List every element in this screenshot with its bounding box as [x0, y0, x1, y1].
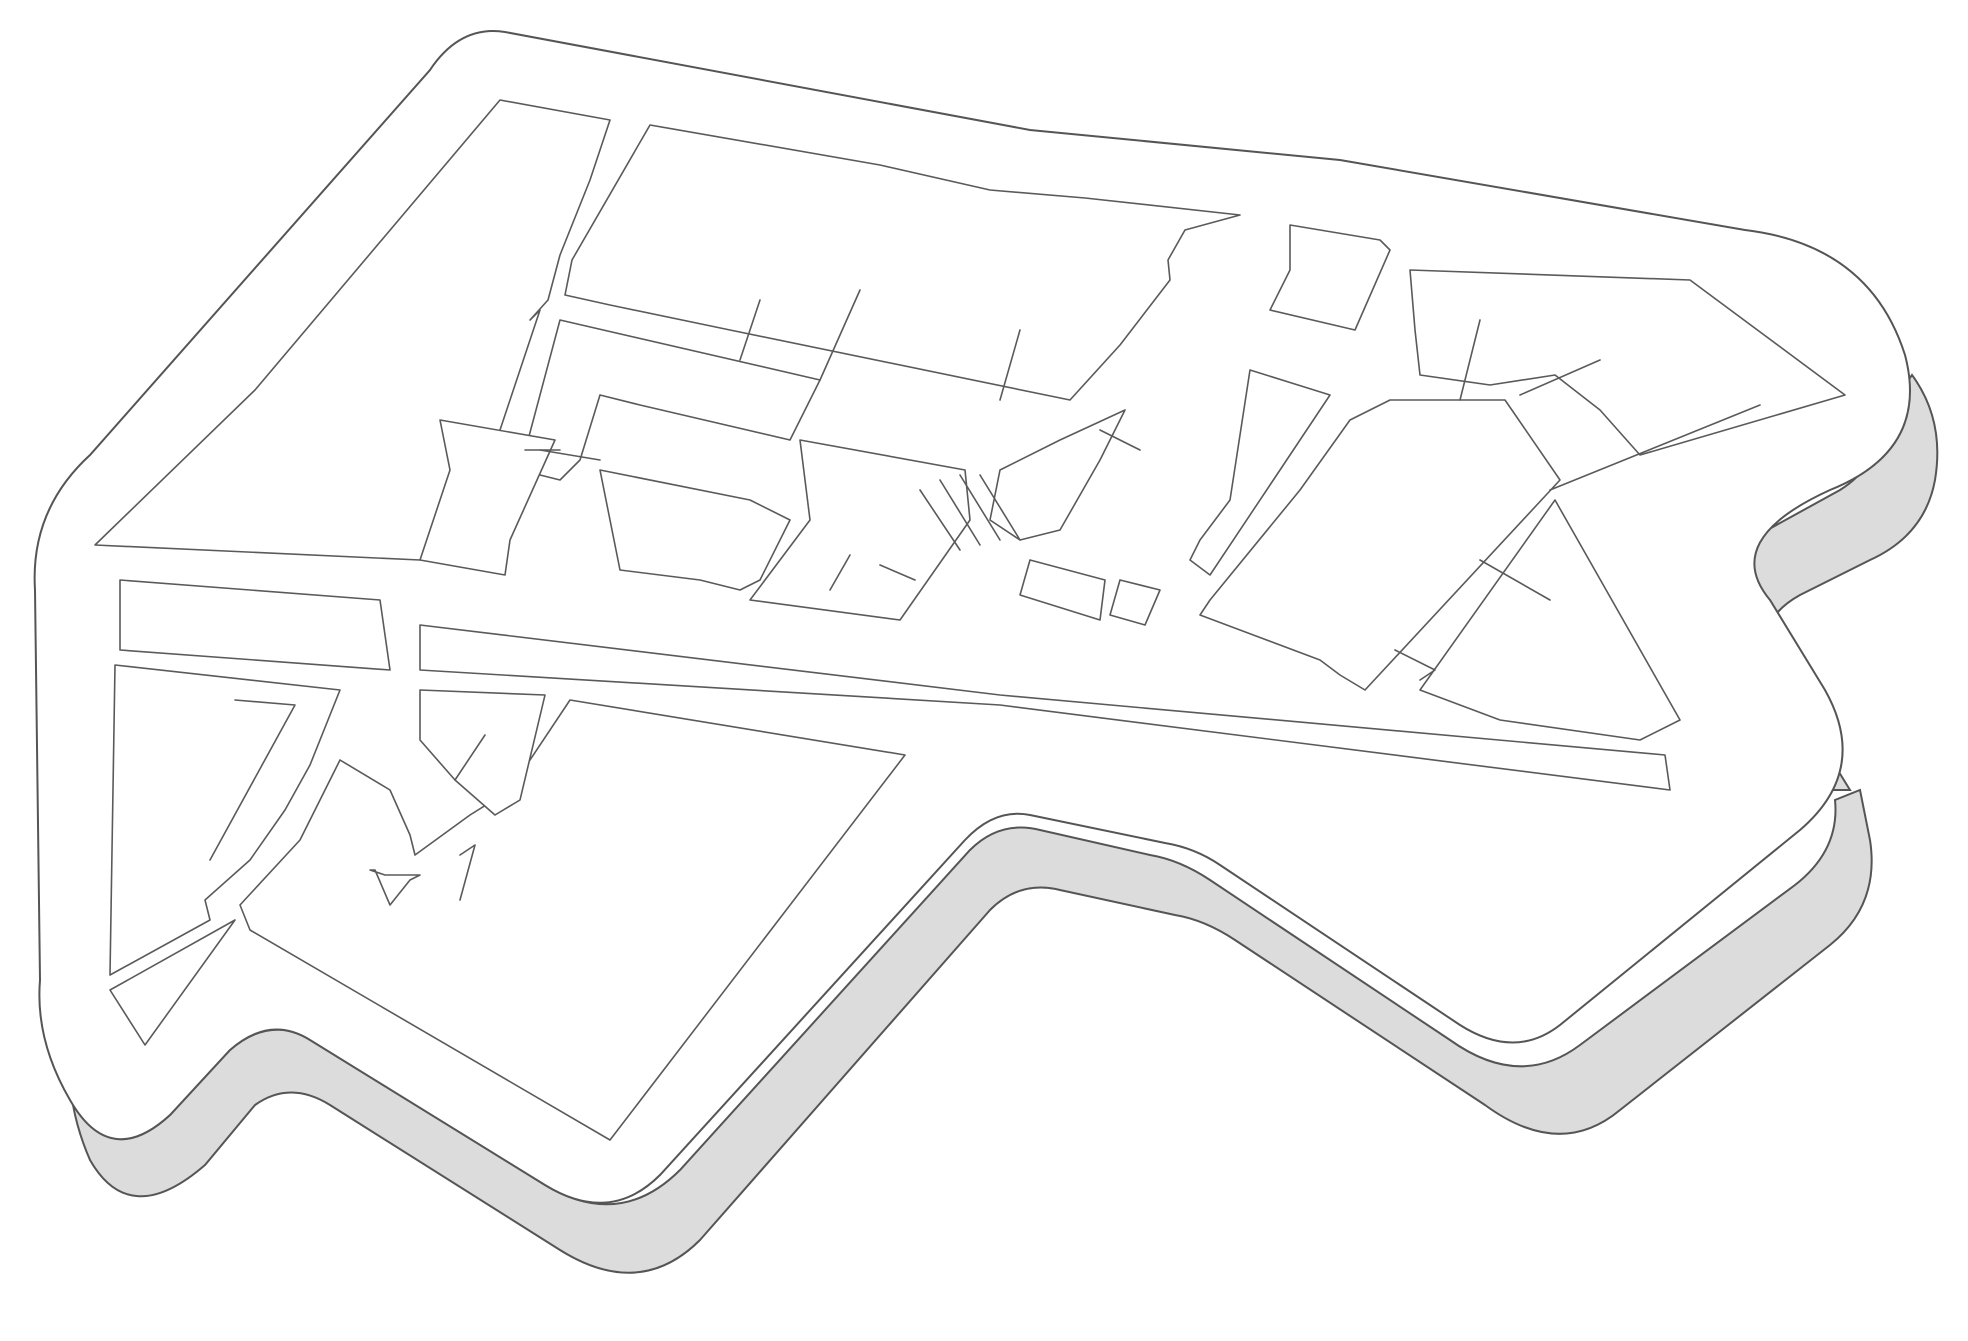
- block-center-south: [599, 469, 791, 591]
- lane-sw-1: [209, 699, 296, 861]
- lane-east-3: [1479, 559, 1551, 601]
- lane-south-2: [829, 554, 851, 591]
- lane-market-3: [959, 474, 1001, 541]
- lane-east-2: [1549, 404, 1761, 491]
- lane-north-east: [1459, 319, 1481, 401]
- lane-east-curve: [1099, 429, 1141, 451]
- block-center-east: [1189, 369, 1331, 576]
- lane-east-1: [1519, 359, 1601, 396]
- lane-south-3: [879, 564, 916, 581]
- block-southwest-left: [109, 664, 341, 976]
- block-north-large: [564, 124, 1241, 401]
- lane-sw-3: [369, 869, 421, 906]
- block-market-south: [1019, 559, 1106, 621]
- block-north-east: [1269, 224, 1391, 331]
- lane-west-1: [739, 299, 761, 361]
- block-east-mid: [1199, 399, 1561, 691]
- lane-market-4: [979, 474, 1021, 541]
- lane-south-1: [539, 449, 601, 461]
- block-far-east-top: [1409, 269, 1846, 456]
- lane-east-hook: [1394, 649, 1436, 681]
- block-east-triangle: [1419, 499, 1681, 741]
- city-blocks: [94, 99, 1846, 1141]
- block-west-mid: [419, 419, 556, 576]
- lane-market-2: [939, 479, 981, 546]
- lane-sw-4: [459, 844, 476, 901]
- lane-mid-1: [999, 329, 1021, 401]
- lane-market-1: [919, 489, 961, 551]
- block-main-strip: [419, 624, 1671, 791]
- block-southwest-corner: [109, 919, 236, 1046]
- block-west-strip-1: [119, 579, 391, 671]
- block-market-east: [989, 409, 1126, 541]
- street-lines: [209, 289, 1761, 906]
- lane-sw-2: [454, 734, 486, 781]
- block-center-right: [1109, 579, 1161, 626]
- block-southwest-large: [239, 699, 906, 1141]
- lane-west-2: [819, 289, 861, 381]
- block-center-mid: [749, 439, 971, 621]
- block-south-inner: [419, 689, 546, 816]
